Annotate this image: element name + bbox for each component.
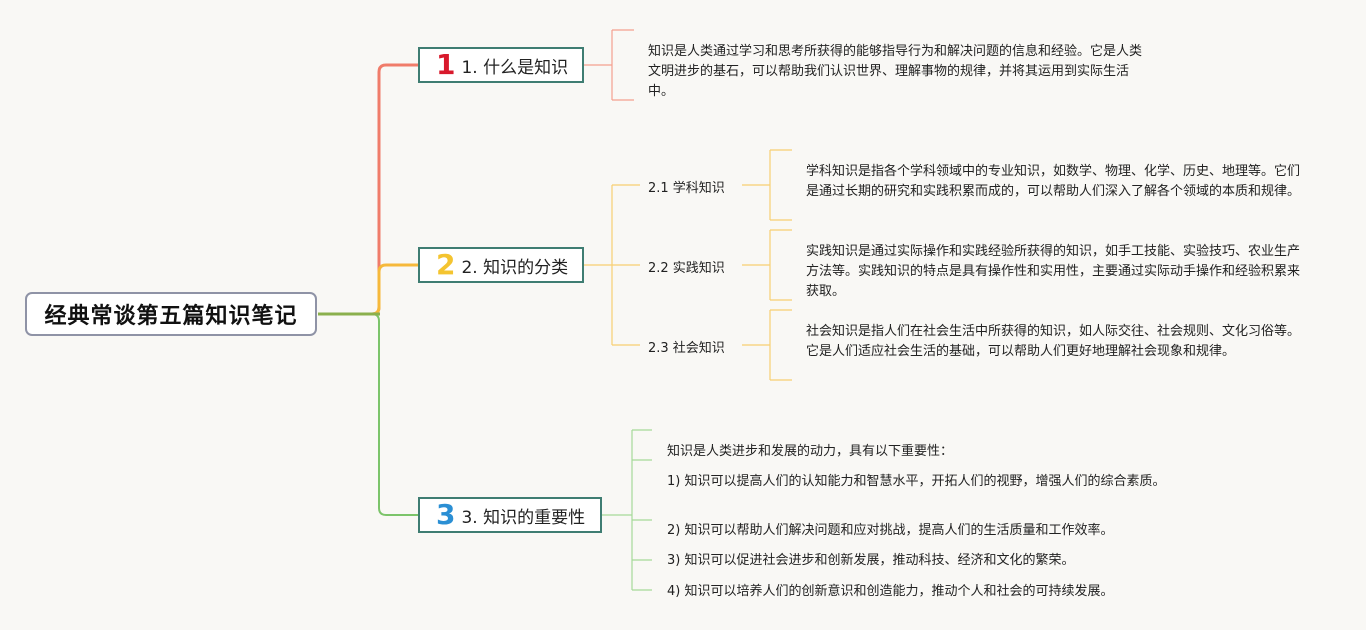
number-three-icon: 3: [436, 498, 456, 531]
note-subject-knowledge[interactable]: 学科知识是指各个学科领域中的专业知识，如数学、物理、化学、历史、地理等。它们是通…: [806, 164, 1301, 199]
number-two-icon: 2: [436, 248, 456, 281]
branch-line-3: [318, 313, 419, 516]
subtopic-practical-knowledge[interactable]: 2.2 实践知识: [648, 261, 725, 276]
note-practical-knowledge[interactable]: 实践知识是通过实际操作和实践经验所获得的知识，如手工技能、实验技巧、农业生产方法…: [806, 244, 1301, 299]
topic-label: 1. 什么是知识: [461, 57, 569, 78]
number-one-icon: 1: [436, 48, 456, 81]
subtopic-subject-knowledge[interactable]: 2.1 学科知识: [648, 181, 725, 196]
note-line-1: [584, 29, 634, 101]
note-importance-point-1[interactable]: 1) 知识可以提高人们的认知能力和智慧水平，开拓人们的视野，增强人们的综合素质。: [667, 474, 1166, 489]
note-lines-3: [602, 429, 652, 591]
topic-label: 3. 知识的重要性: [461, 507, 586, 528]
note-social-knowledge[interactable]: 社会知识是指人们在社会生活中所获得的知识，如人际交往、社会规则、文化习俗等。它是…: [806, 324, 1301, 359]
root-title: 经典常谈第五篇知识笔记: [44, 304, 298, 329]
note-importance-point-3[interactable]: 3) 知识可以促进社会进步和创新发展，推动科技、经济和文化的繁荣。: [667, 553, 1075, 568]
branch-line-2: [318, 263, 419, 316]
branch-line-1: [318, 63, 419, 316]
root-topic[interactable]: 经典常谈第五篇知识笔记: [25, 292, 317, 336]
note-importance-intro[interactable]: 知识是人类进步和发展的动力，具有以下重要性：: [667, 444, 954, 459]
topic-label: 2. 知识的分类: [461, 257, 569, 278]
topic-knowledge-importance[interactable]: 3 3. 知识的重要性: [418, 497, 602, 533]
note-importance-point-4[interactable]: 4) 知识可以培养人们的创新意识和创造能力，推动个人和社会的可持续发展。: [667, 584, 1114, 599]
subtopic-social-knowledge[interactable]: 2.3 社会知识: [648, 341, 725, 356]
sub-lines-2: [584, 184, 640, 346]
note-what-is-knowledge[interactable]: 知识是人类通过学习和思考所获得的能够指导行为和解决问题的信息和经验。它是人类文明…: [648, 44, 1143, 99]
note-importance-point-2[interactable]: 2) 知识可以帮助人们解决问题和应对挑战，提高人们的生活质量和工作效率。: [667, 523, 1114, 538]
topic-knowledge-classification[interactable]: 2 2. 知识的分类: [418, 247, 584, 283]
topic-what-is-knowledge[interactable]: 1 1. 什么是知识: [418, 47, 584, 83]
